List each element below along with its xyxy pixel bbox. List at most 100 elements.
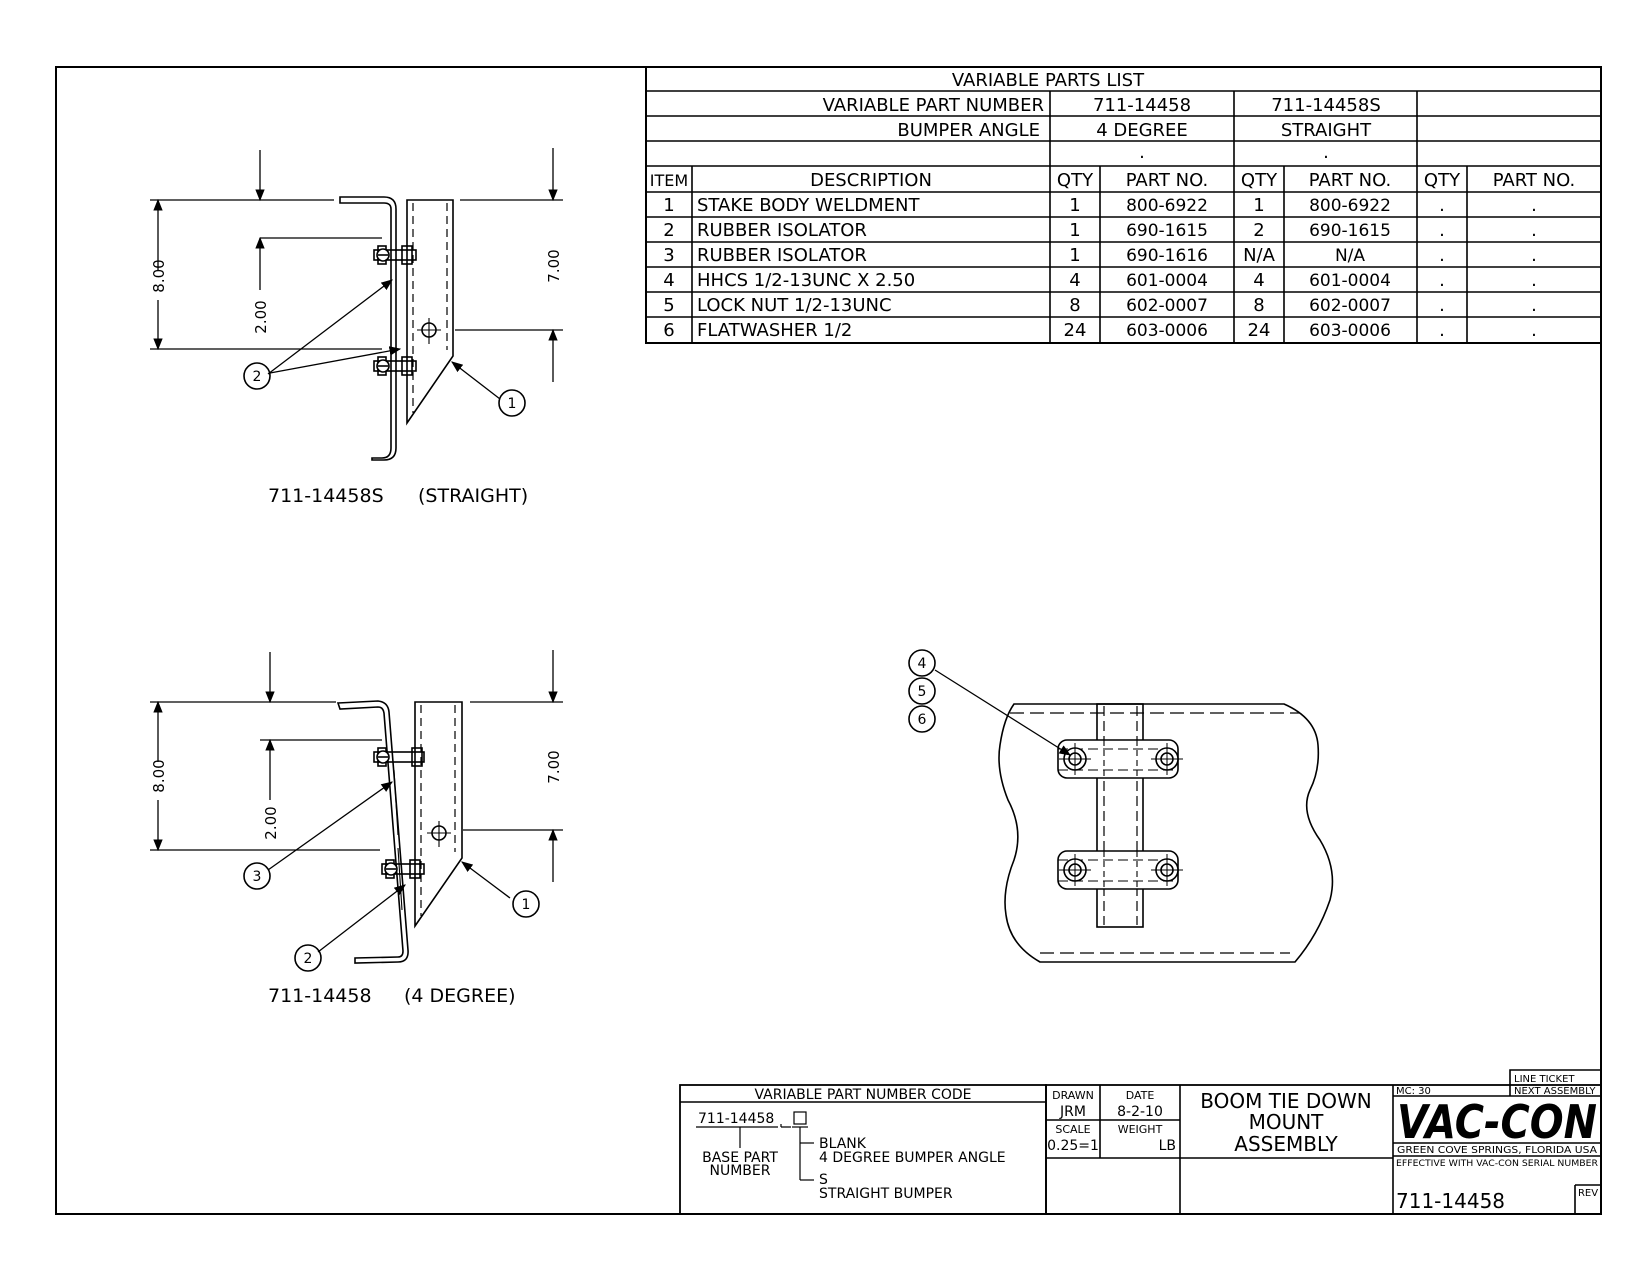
svg-text:601-0004: 601-0004 [1126,271,1208,291]
drawing-title-1: BOOM TIE DOWN [1200,1089,1371,1113]
variant-2-blank: . [1323,142,1329,163]
svg-text:603-0006: 603-0006 [1126,321,1208,341]
svg-text:602-0007: 602-0007 [1309,296,1391,316]
balloon-5: 5 [908,677,936,705]
bolt-head-icon [1151,854,1183,886]
date-value: 8-2-10 [1117,1104,1163,1120]
svg-text:1: 1 [1069,195,1080,216]
svg-text:.: . [1439,295,1445,316]
caption-type-degree: (4 DEGREE) [404,985,516,1007]
svg-text:603-0006: 603-0006 [1309,321,1391,341]
part-code-s: S [819,1172,828,1188]
bumper-channel [336,700,409,964]
header-qty-1: QTY [1057,170,1094,191]
svg-text:3: 3 [253,869,262,885]
svg-text:1: 1 [663,195,674,216]
title-block: DRAWN JRM DATE 8-2-10 SCALE 0.25=1 WEIGH… [1045,1069,1602,1215]
svg-text:.: . [1439,245,1445,266]
variant-2-part-number: 711-14458S [1271,95,1381,116]
svg-text:.: . [1439,270,1445,291]
svg-text:2: 2 [253,369,262,385]
svg-text:690-1615: 690-1615 [1126,221,1208,241]
part-code-base-label-2: NUMBER [710,1163,771,1179]
balloon-2: 2 [294,944,322,972]
weight-unit: LB [1159,1138,1176,1154]
svg-text:800-6922: 800-6922 [1309,196,1391,216]
svg-text:.: . [1439,320,1445,341]
svg-text:.: . [1439,220,1445,241]
bolt-icon [373,356,417,376]
caption-part-degree: 711-14458 [268,985,372,1007]
bolt-head-icon [1151,743,1183,775]
effective-serial-label: EFFECTIVE WITH VAC-CON SERIAL NUMBER [1396,1159,1598,1169]
stake-body [406,199,454,426]
svg-text:6: 6 [918,712,927,728]
svg-text:4: 4 [918,656,927,672]
part-code-s-desc: STRAIGHT BUMPER [819,1186,953,1202]
stake-body [414,701,463,929]
svg-text:2: 2 [304,951,313,967]
header-part-no-3: PART NO. [1493,170,1576,191]
variable-part-number-label: VARIABLE PART NUMBER [823,95,1044,116]
line-ticket-label: LINE TICKET [1514,1074,1575,1085]
degree-side-view: 8.00 2.00 7.00 [150,650,563,1007]
variant-1-blank: . [1139,142,1145,163]
svg-text:800-6922: 800-6922 [1126,196,1208,216]
svg-text:5: 5 [918,684,927,700]
part-number-code-box: VARIABLE PART NUMBER CODE 711-14458 BASE… [679,1084,1047,1215]
table-row: 3 RUBBER ISOLATOR 1 690-1616 N/A N/A . . [663,245,1537,266]
drawing-number: 711-14458 [1396,1189,1505,1213]
part-code-base-label-1: BASE PART [702,1150,778,1166]
svg-text:8: 8 [1069,295,1080,316]
dim-overall-straight: 8.00 [150,259,168,292]
top-view: 4 5 6 [908,649,1334,963]
svg-text:FLATWASHER 1/2: FLATWASHER 1/2 [697,320,852,341]
table-row: 1 STAKE BODY WELDMENT 1 800-6922 1 800-6… [663,195,1537,216]
svg-text:1: 1 [522,897,531,913]
svg-text:4: 4 [663,270,674,291]
scale-value: 0.25=1 [1047,1138,1099,1154]
svg-text:STAKE BODY WELDMENT: STAKE BODY WELDMENT [697,195,920,216]
date-label: DATE [1126,1089,1155,1102]
svg-text:.: . [1531,270,1537,291]
straight-side-view: 8.00 2.00 7.00 [150,148,563,507]
part-code-blank: BLANK [819,1136,867,1152]
weight-label: WEIGHT [1118,1123,1163,1136]
svg-text:HHCS 1/2-13UNC X 2.50: HHCS 1/2-13UNC X 2.50 [697,270,915,291]
svg-text:2: 2 [1253,220,1264,241]
table-row: 4 HHCS 1/2-13UNC X 2.50 4 601-0004 4 601… [663,270,1537,291]
bumper-channel [339,196,397,461]
svg-text:LOCK NUT 1/2-13UNC: LOCK NUT 1/2-13UNC [697,295,892,316]
bumper-angle-label: BUMPER ANGLE [897,120,1040,141]
svg-text:2: 2 [663,220,674,241]
parts-list-title: VARIABLE PARTS LIST [952,70,1145,91]
balloon-1: 1 [512,890,540,918]
svg-text:1: 1 [1253,195,1264,216]
rev-label: REV [1578,1188,1598,1199]
bolt-icon [373,747,425,767]
svg-text:N/A: N/A [1243,245,1276,266]
svg-text:602-0007: 602-0007 [1126,296,1208,316]
svg-text:1: 1 [1069,245,1080,266]
svg-text:4: 4 [1069,270,1080,291]
company-logo: VAC-CON [1397,1095,1597,1149]
header-item: ITEM [650,171,688,190]
caption-part-straight: 711-14458S [268,485,384,507]
variant-2-bumper-angle: STRAIGHT [1281,120,1372,141]
balloon-2: 2 [243,362,271,390]
drawn-label: DRAWN [1052,1089,1094,1102]
svg-text:6: 6 [663,320,674,341]
svg-text:.: . [1439,195,1445,216]
dim-spacing-degree: 2.00 [262,806,280,839]
svg-text:601-0004: 601-0004 [1309,271,1391,291]
table-row: 5 LOCK NUT 1/2-13UNC 8 602-0007 8 602-00… [663,295,1537,316]
svg-text:.: . [1531,295,1537,316]
svg-text:690-1616: 690-1616 [1126,246,1208,266]
parts-list-table: VARIABLE PARTS LIST VARIABLE PART NUMBER… [645,66,1602,344]
svg-text:8: 8 [1253,295,1264,316]
svg-text:1: 1 [1069,220,1080,241]
header-part-no-2: PART NO. [1309,170,1392,191]
svg-text:.: . [1531,320,1537,341]
header-qty-2: QTY [1241,170,1278,191]
